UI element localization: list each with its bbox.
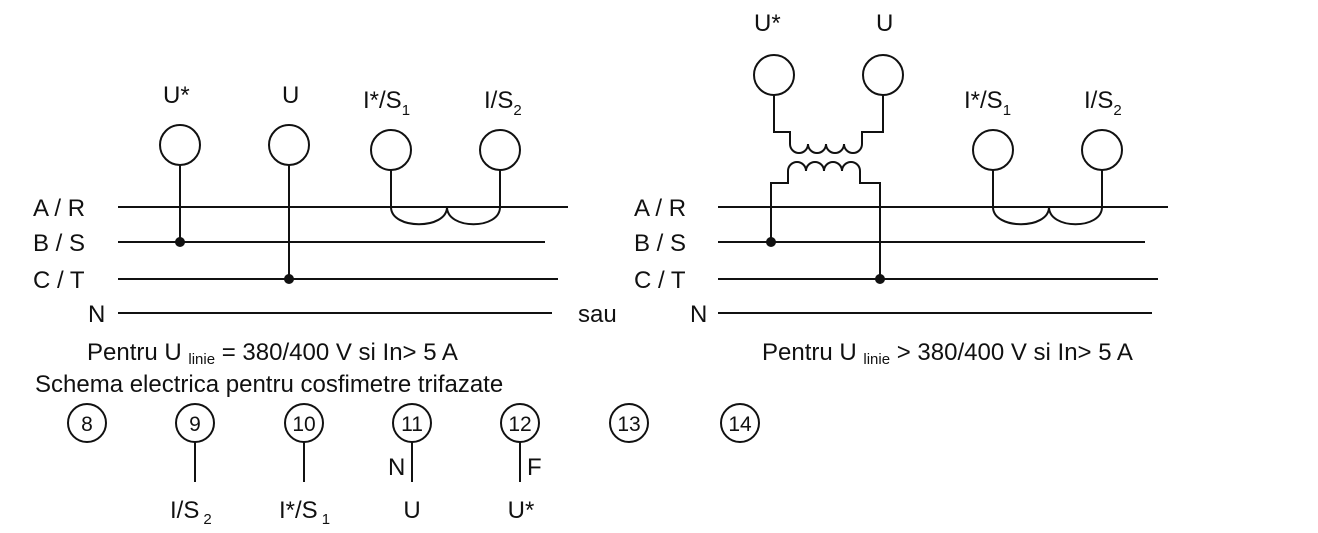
right-terminal-u-star xyxy=(753,54,795,96)
left-label-u-star: U* xyxy=(163,82,190,109)
right-caption: Pentru U linie > 380/400 V si In> 5 A xyxy=(762,339,1133,368)
left-label-i-star: I*/S1 xyxy=(363,87,410,119)
left-label-a: A / R xyxy=(33,195,85,222)
left-phase-lines xyxy=(118,206,568,314)
right-label-c: C / T xyxy=(634,267,686,294)
left-terminal-u xyxy=(268,124,310,166)
left-terminal-i xyxy=(479,129,521,171)
terminal-10-number: 10 xyxy=(292,413,315,436)
terminal-13-number: 13 xyxy=(617,413,640,436)
terminal-11-label: U xyxy=(403,497,420,524)
right-junction-b xyxy=(766,237,776,247)
left-label-c: C / T xyxy=(33,267,85,294)
left-terminal-i-star xyxy=(370,129,412,171)
left-label-n: N xyxy=(88,301,105,328)
right-junction-c xyxy=(875,274,885,284)
right-terminal-u xyxy=(862,54,904,96)
left-current-loop xyxy=(390,170,501,226)
terminal-9-number: 9 xyxy=(189,413,201,436)
right-current-loop xyxy=(992,170,1103,226)
left-label-i: I/S2 xyxy=(484,87,522,119)
terminal-13 xyxy=(609,403,649,443)
right-terminal-i xyxy=(1081,129,1123,171)
terminal-12-label: U* xyxy=(508,497,535,524)
diagram-title: Schema electrica pentru cosfimetre trifa… xyxy=(35,371,503,398)
left-label-u: U xyxy=(282,82,299,109)
terminal-8-number: 8 xyxy=(81,413,93,436)
terminal-12-number: 12 xyxy=(508,413,531,436)
separator-text: sau xyxy=(578,301,617,328)
right-phase-lines xyxy=(718,206,1168,314)
terminal-14 xyxy=(720,403,760,443)
right-terminal-i-star xyxy=(972,129,1014,171)
right-label-i-star: I*/S1 xyxy=(964,87,1011,119)
terminal-14-number: 14 xyxy=(728,413,752,436)
right-label-u-star: U* xyxy=(754,10,781,37)
terminal-8 xyxy=(67,403,107,443)
left-terminal-u-star xyxy=(159,124,201,166)
right-label-n: N xyxy=(690,301,707,328)
transformer-primary xyxy=(770,161,881,279)
terminal-11-number: 11 xyxy=(401,413,423,436)
terminal-12-side-label: F xyxy=(527,454,542,481)
left-caption: Pentru U linie = 380/400 V si In> 5 A xyxy=(87,339,458,368)
left-junction-c xyxy=(284,274,294,284)
right-label-i: I/S2 xyxy=(1084,87,1122,119)
left-junction-b xyxy=(175,237,185,247)
left-label-b: B / S xyxy=(33,230,85,257)
right-label-b: B / S xyxy=(634,230,686,257)
terminal-11-side-label: N xyxy=(388,454,405,481)
right-label-a: A / R xyxy=(634,195,686,222)
transformer-secondary xyxy=(773,95,884,154)
right-label-u: U xyxy=(876,10,893,37)
